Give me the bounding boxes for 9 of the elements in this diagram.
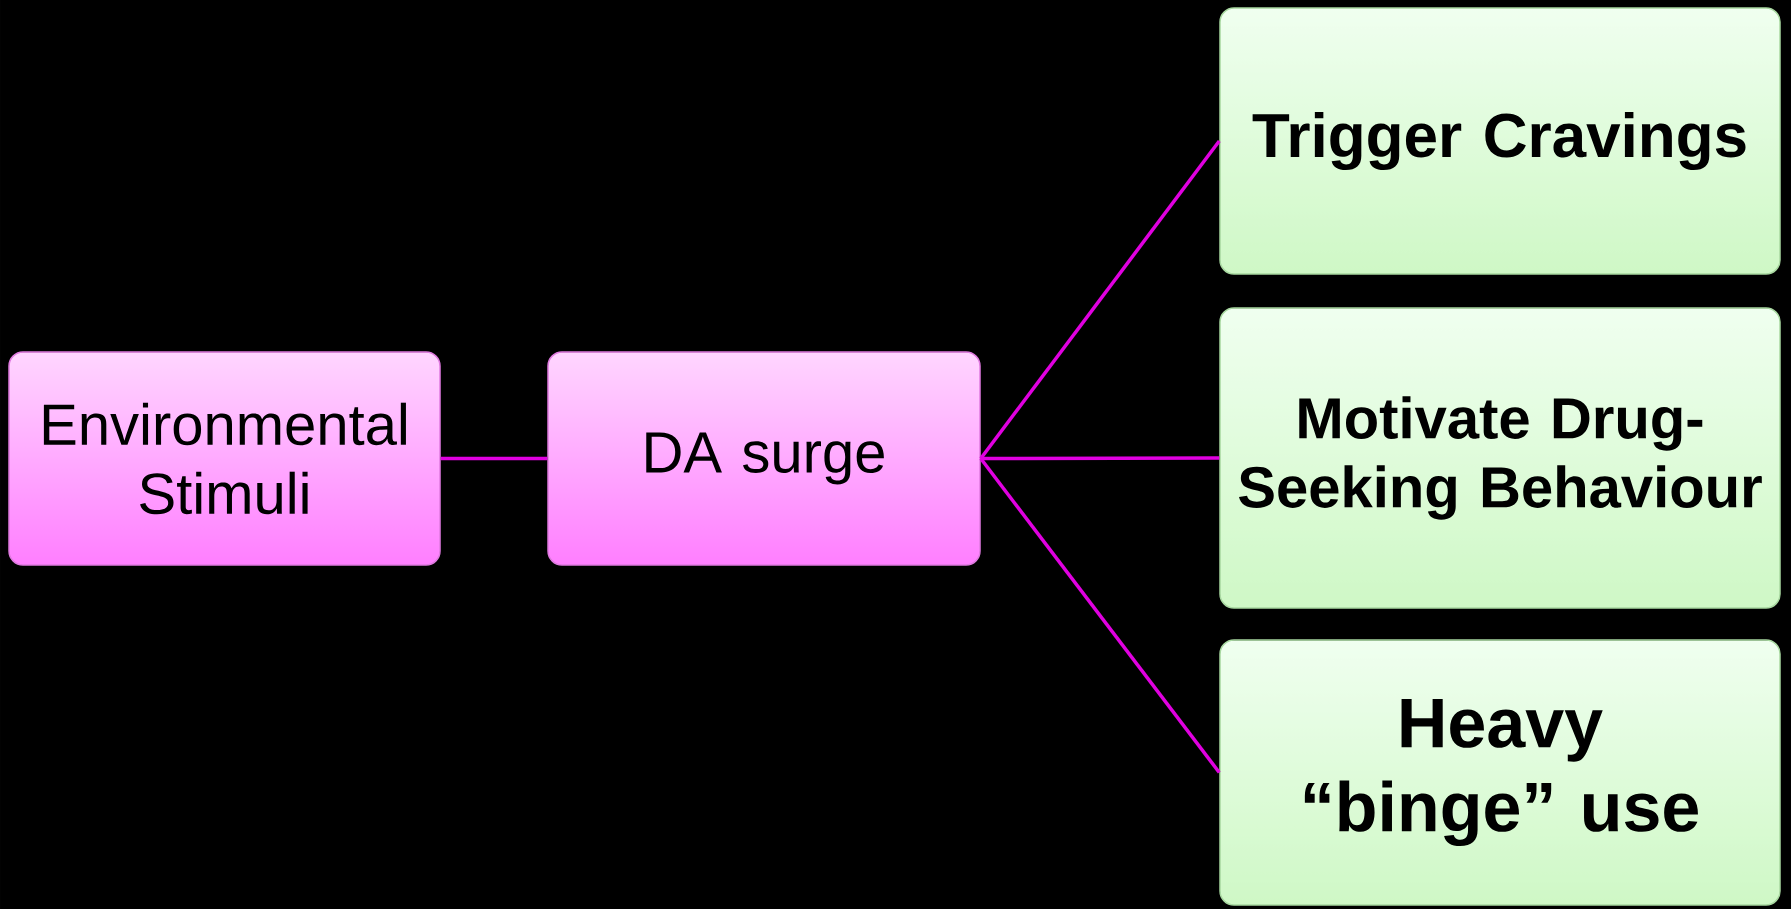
- connector-line: [979, 139, 1221, 460]
- connector-line: [440, 456, 548, 461]
- connector-line: [979, 457, 1221, 774]
- process-box: Environmental Stimuli: [8, 351, 441, 566]
- connector-line: [980, 456, 1220, 461]
- outcome-box: Heavy “binge” use: [1219, 639, 1781, 906]
- process-box: DA surge: [547, 351, 981, 566]
- outcome-box: Trigger Cravings: [1219, 7, 1781, 275]
- outcome-box: Motivate Drug-Seeking Behaviour: [1219, 307, 1781, 609]
